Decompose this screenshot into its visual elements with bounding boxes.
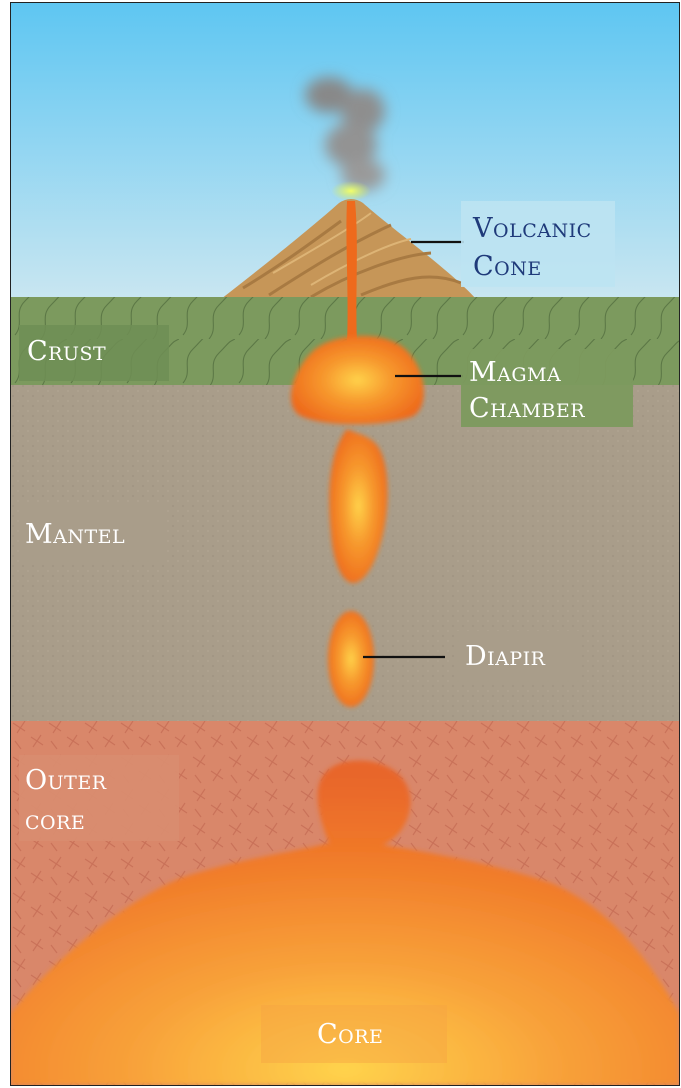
magma-chamber-label-line1: Magma — [469, 357, 561, 388]
diapir-blob — [328, 611, 374, 707]
diapir-label: Diapir — [465, 641, 546, 672]
diagram-canvas: Volcanic Cone Crust Magma Chamber Mantel… — [11, 3, 679, 1085]
outer-core-label-line1: Outer — [25, 765, 107, 796]
core-label: Core — [317, 1019, 383, 1050]
volcanic-cone-label-line2: Cone — [473, 251, 542, 282]
magma-conduit — [346, 201, 357, 343]
vent-glow — [331, 181, 371, 201]
volcanic-cone-label-line1: Volcanic — [472, 213, 592, 244]
volcano-diagram: Volcanic Cone Crust Magma Chamber Mantel… — [10, 2, 680, 1086]
crust-label: Crust — [27, 336, 106, 367]
magma-chamber-label-line2: Chamber — [469, 393, 585, 424]
mantel-label: Mantel — [25, 519, 125, 550]
outer-core-label-line2: core — [25, 805, 85, 836]
